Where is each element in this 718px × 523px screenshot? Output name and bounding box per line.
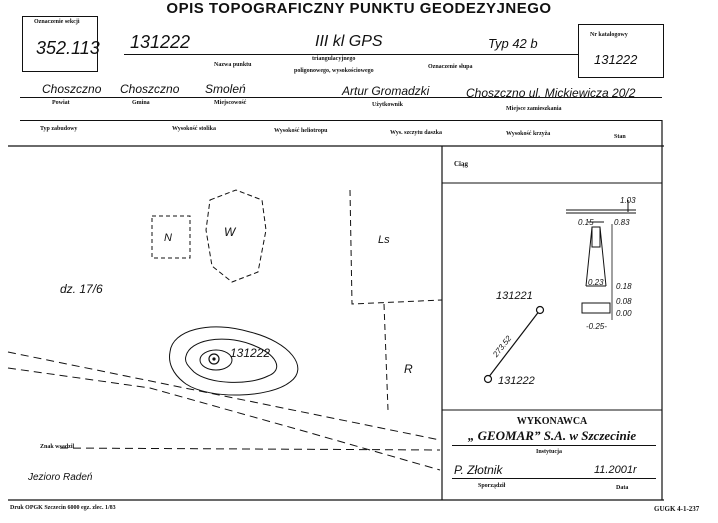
- dim-015: 0.15: [578, 218, 594, 227]
- label-r: R: [404, 362, 413, 376]
- print-note: Druk OPGK Szczecin 6000 egz. zlec. 1/83: [10, 505, 116, 511]
- powiat-value: Choszczno: [42, 82, 102, 96]
- row3-line: [20, 120, 662, 121]
- dim-025: -0.25-: [586, 322, 607, 331]
- catalog-label: Nr katalogowy: [590, 32, 628, 38]
- sketch-pt-bottom: 131222: [498, 375, 535, 387]
- heliotrop-label: Wysokość heliotropu: [274, 128, 328, 134]
- network-line1: triangulacyjnego: [312, 56, 356, 62]
- label-w: W: [224, 225, 236, 239]
- label-znak: Znak wsadzil: [40, 444, 75, 450]
- miejscowosc-value: Smoleń: [205, 82, 246, 96]
- catalog-box: [578, 24, 664, 78]
- wykonawca-label: WYKONAWCA: [516, 416, 588, 427]
- stolik-label: Wysokość stolika: [172, 126, 216, 132]
- dim-008: 0.08: [616, 297, 632, 306]
- data-label: Data: [616, 485, 629, 491]
- dim-000: 0.00: [616, 309, 632, 318]
- company-name: „ GEOMAR” S.A. w Szczecinie: [467, 428, 637, 443]
- point-number: 131222: [130, 32, 191, 52]
- section-label: Oznaczenie sekcji: [34, 19, 80, 25]
- miejsce-label: Miejsce zamieszkania: [506, 106, 562, 112]
- gmina-value: Choszczno: [120, 82, 180, 96]
- network-line2: poligonowego, wysokościowego: [294, 68, 374, 74]
- sketch-pt-top: 131221: [496, 290, 533, 302]
- powiat-label: Powiat: [52, 100, 70, 106]
- instytucja-label: Instytucja: [536, 449, 563, 455]
- label-lake: Jezioro Radeń: [28, 472, 93, 483]
- catalog-value: 131222: [594, 52, 638, 67]
- dim-103: 1.03: [620, 196, 636, 205]
- miejscowosc-label: Miejscowość: [214, 100, 247, 106]
- uzytkownik-value: Artur Gromadzki: [342, 84, 430, 98]
- page-title: OPIS TOPOGRAFICZNY PUNKTU GEODEZYJNEGO: [166, 0, 552, 17]
- author-underline: [452, 478, 656, 479]
- dim-018: 0.18: [616, 282, 632, 291]
- dim-083: 0.83: [614, 218, 630, 227]
- label-dz: dz. 17/6: [60, 282, 103, 296]
- row1-line: [124, 54, 578, 55]
- label-n: N: [164, 232, 172, 244]
- row2-line: [20, 97, 662, 98]
- gmina-label: Gmina: [132, 100, 150, 106]
- label-ls: Ls: [378, 234, 390, 246]
- label-point: 131222: [230, 346, 271, 360]
- form-code: GUGK 4-1-237: [654, 505, 700, 513]
- type-value: Typ 42 b: [488, 36, 538, 51]
- section-value: 352.113: [36, 38, 100, 58]
- class-value: III kl GPS: [315, 33, 383, 50]
- sporzadzil-label: Sporządził: [478, 483, 506, 489]
- section-box: [22, 16, 98, 72]
- krzyz-label: Wysokość krzyża: [506, 131, 551, 137]
- miejsce-value: Choszczno ul. Mickiewicza 20/2: [466, 86, 636, 100]
- stan-label: Stan: [614, 134, 626, 140]
- sketch-title: Ciąg: [454, 160, 468, 168]
- uzytkownik-label: Użytkownik: [372, 102, 404, 108]
- company-underline: [452, 445, 656, 446]
- point-name-label: Nazwa punktu: [214, 62, 252, 68]
- typ-label: Typ zabudowy: [40, 126, 78, 132]
- date-value: 11.2001r: [594, 464, 637, 476]
- dim-023: 0.23: [588, 278, 604, 287]
- szczyt-label: Wys. szczytu daszka: [390, 130, 442, 136]
- author-value: P. Złotnik: [454, 463, 503, 477]
- marker-label: Oznaczenie słupa: [428, 64, 473, 70]
